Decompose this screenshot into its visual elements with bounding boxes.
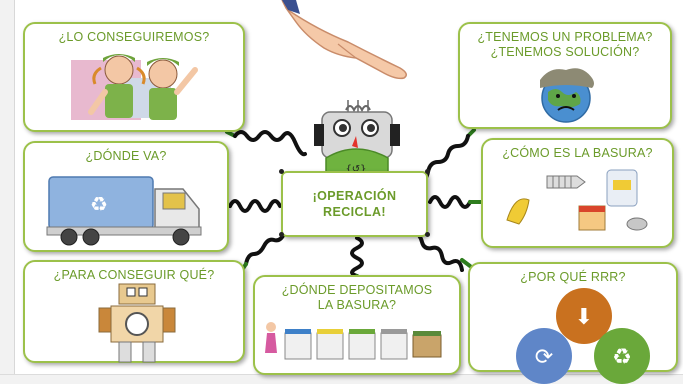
- center-dot: [279, 232, 284, 237]
- card-donde-depositamos[interactable]: ¿DÓNDE DEPOSITAMOS LA BASURA?: [253, 275, 461, 375]
- recycle-bins-icon: [265, 322, 442, 360]
- center-title: ¡OPERACIÓN RECICLA!: [312, 189, 397, 219]
- card-title: ¿POR QUÉ RRR?: [520, 270, 626, 284]
- card-para-conseguir-que[interactable]: ¿PARA CONSEGUIR QUÉ?: [23, 260, 245, 363]
- reuse-circle: [516, 328, 572, 384]
- reduce-circle: [556, 288, 612, 344]
- garbage-truck-icon: ♻: [46, 176, 202, 246]
- connector-mid-left: [222, 199, 282, 213]
- connector-top-left: [225, 130, 307, 157]
- sad-earth-icon: [540, 68, 594, 123]
- connector-mid-right: [428, 195, 486, 209]
- pointing-hand-icon: [281, 0, 407, 80]
- cycle-icon: ⟳: [535, 345, 553, 370]
- card-donde-va[interactable]: ¿DÓNDE VA? ♻: [23, 141, 229, 252]
- card-title: ¿DÓNDE DEPOSITAMOS LA BASURA?: [281, 283, 433, 312]
- robot-icon: {↺}: [314, 100, 400, 177]
- card-tenemos-problema[interactable]: ¿TENEMOS UN PROBLEMA? ¿TENEMOS SOLUCIÓN?: [458, 22, 672, 129]
- robot-toy-icon: [98, 283, 176, 363]
- center-card-operacion-recicla[interactable]: ¡OPERACIÓN RECICLA!: [281, 171, 428, 237]
- recycle-circle: [594, 328, 650, 384]
- card-como-es-basura[interactable]: ¿CÓMO ES LA BASURA?: [481, 138, 674, 248]
- kids-icon: [71, 54, 198, 120]
- center-dot: [425, 169, 430, 174]
- card-title: ¿LO CONSEGUIREMOS?: [58, 30, 210, 44]
- card-lo-conseguiremos[interactable]: ¿LO CONSEGUIREMOS?: [23, 22, 245, 132]
- connector-bottom-right: [412, 230, 472, 272]
- card-title: ¿TENEMOS UN PROBLEMA? ¿TENEMOS SOLUCIÓN?: [477, 30, 653, 59]
- card-por-que-rrr[interactable]: ¿POR QUÉ RRR? ⬇ ⟳ ♻: [468, 262, 678, 384]
- center-dot: [425, 232, 430, 237]
- center-dot: [279, 169, 284, 174]
- rrr-circles: ⬇ ⟳ ♻: [516, 288, 650, 384]
- card-title: ¿DÓNDE VA?: [85, 149, 167, 163]
- svg-text:{↺}: {↺}: [345, 164, 366, 175]
- svg-text:♻: ♻: [90, 192, 108, 216]
- card-title: ¿PARA CONSEGUIR QUÉ?: [53, 268, 215, 282]
- trash-items-icon: [506, 169, 648, 231]
- window-frame-left: [0, 0, 15, 383]
- card-title: ¿CÓMO ES LA BASURA?: [502, 146, 653, 160]
- recycle-icon: ♻: [612, 345, 632, 370]
- arrow-down-icon: ⬇: [575, 305, 593, 330]
